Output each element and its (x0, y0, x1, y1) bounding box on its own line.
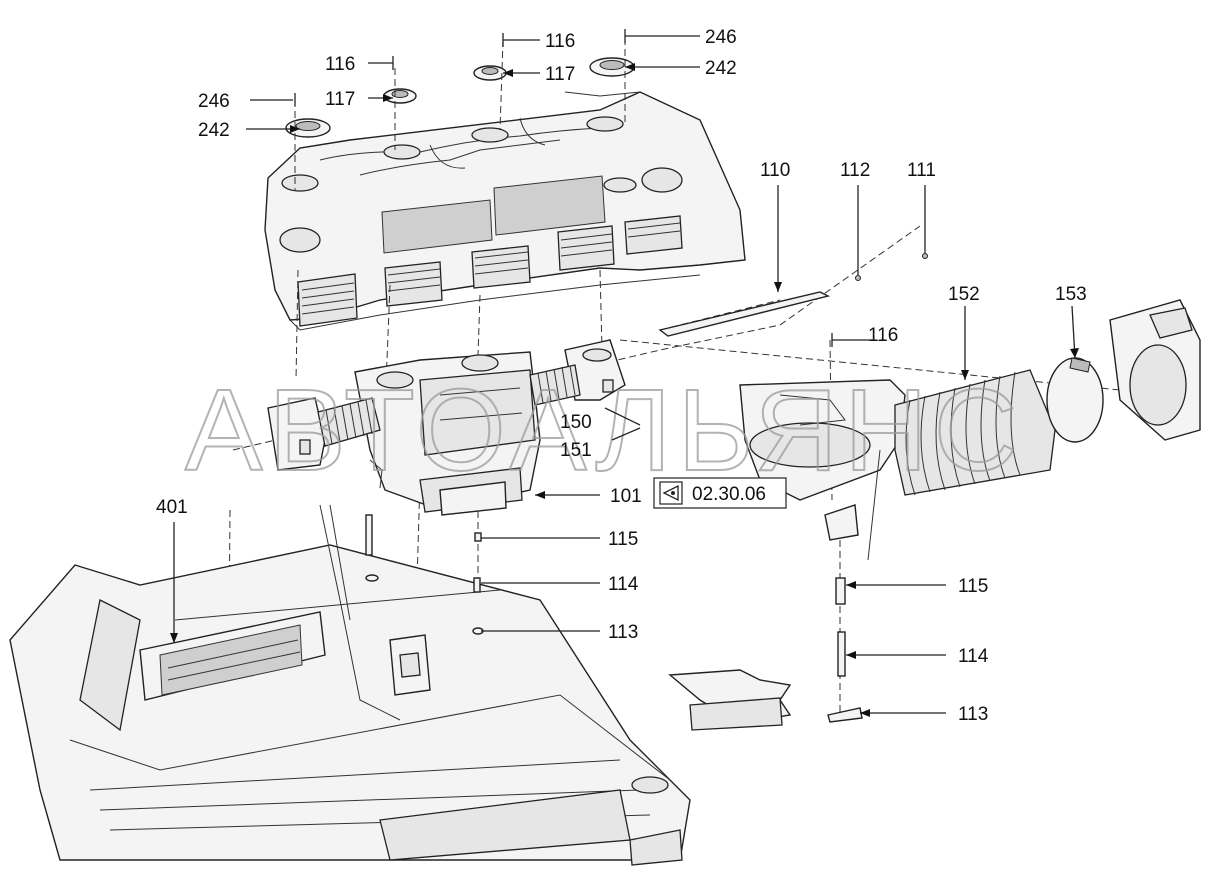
fitting-117-right (473, 65, 507, 81)
callout-152: 152 (948, 284, 980, 305)
fitting-117-left (383, 88, 417, 104)
callout-117-left: 117 (325, 89, 355, 110)
callout-116-left: 116 (325, 54, 355, 75)
callout-113-right: 113 (958, 704, 988, 725)
corrugated-duct-right (529, 364, 581, 406)
callout-150: 150 (560, 412, 592, 433)
callout-246-left: 246 (198, 91, 230, 112)
callout-110: 110 (760, 160, 790, 181)
air-duct-adapter (739, 379, 906, 501)
callout-101: 101 (610, 486, 642, 507)
callout-242-right: 242 (705, 58, 737, 79)
callout-113-left: 113 (608, 622, 638, 643)
callout-153: 153 (1055, 284, 1087, 305)
fitting-242-left (285, 118, 331, 138)
callout-labels: 246 242 116 117 116 117 246 242 110 112 … (156, 27, 1087, 725)
callout-242-left: 242 (198, 120, 230, 141)
ceiling-panel (264, 91, 746, 331)
cross-reference-box[interactable]: 02.30.06 (653, 477, 787, 509)
callout-arrowheads (170, 63, 1079, 717)
callout-111: 111 (907, 160, 936, 181)
direction-arrow (668, 669, 792, 731)
fastener-stack-right (824, 504, 863, 723)
hose-clamp-153 (1046, 357, 1104, 443)
callout-401: 401 (156, 497, 188, 518)
callout-116-right: 116 (868, 325, 898, 346)
eye-icon (659, 481, 683, 505)
side-housing-right (564, 339, 626, 401)
callout-115-right: 115 (958, 576, 988, 597)
callout-117-mid: 117 (545, 64, 575, 85)
heater-unit-101 (354, 351, 541, 516)
callout-112: 112 (840, 160, 870, 181)
callout-151: 151 (560, 440, 592, 461)
callout-116-mid: 116 (545, 31, 575, 52)
cab-dashboard (9, 504, 691, 866)
callout-114-right: 114 (958, 646, 989, 667)
callout-115-left: 115 (608, 529, 638, 550)
corrugated-hose-152 (867, 369, 1056, 561)
vent-slats (297, 215, 683, 327)
control-panel-401 (139, 611, 326, 701)
corrugated-duct-left (317, 397, 381, 447)
callout-leaders (173, 29, 1076, 714)
side-housing-left (267, 397, 326, 471)
fitting-242-right (589, 57, 635, 77)
rod-110 (658, 253, 928, 337)
callout-114-left: 114 (608, 574, 639, 595)
callout-246-right: 246 (705, 27, 737, 48)
reference-label: 02.30.06 (692, 484, 766, 505)
fastener-stack-left (365, 514, 484, 635)
duct-box (1109, 299, 1201, 441)
watermark-text: АВТОАЛЬЯНС (185, 365, 1024, 495)
